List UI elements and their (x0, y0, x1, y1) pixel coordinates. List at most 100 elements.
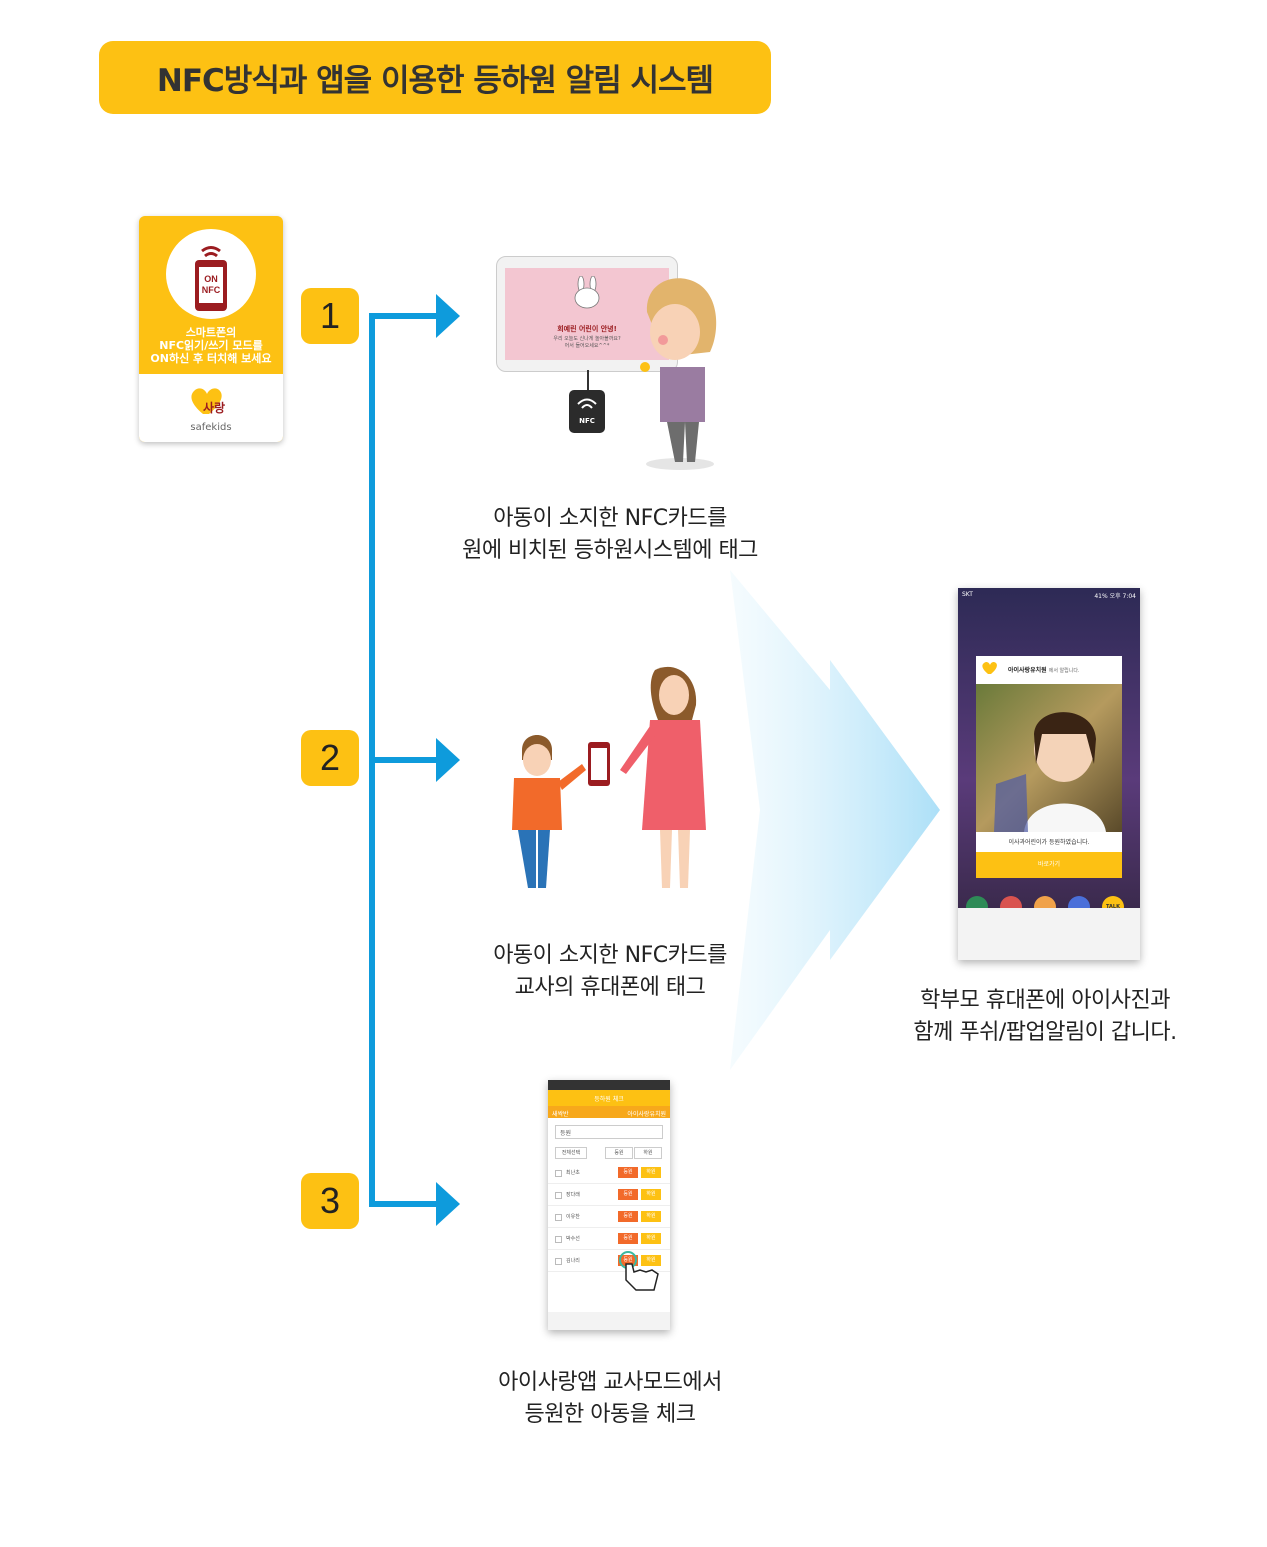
nfc-phone-icon: ON NFC (166, 229, 256, 319)
popup-sender: 아이사랑유치원 에서 알립니다. (1008, 665, 1080, 674)
row-in-button[interactable]: 등원 (618, 1211, 638, 1222)
nfc-instruction-card: ON NFC 스마트폰의 NFC읽기/쓰기 모드를 ON하신 후 터치해 보세요… (139, 216, 283, 442)
row-out-button[interactable]: 하원 (641, 1233, 661, 1244)
col-out-label: 하원 (643, 1150, 653, 1156)
table-row: 박수선 등원 하원 (548, 1229, 670, 1250)
row-in-label: 등원 (623, 1191, 633, 1197)
row-in-label: 등원 (623, 1169, 633, 1175)
row-checkbox[interactable] (555, 1192, 562, 1199)
col-in-label: 등원 (614, 1150, 624, 1156)
step-3-caption-line-2: 등원한 아동을 체크 (524, 1402, 696, 1427)
row-out-label: 하원 (646, 1191, 656, 1197)
row-checkbox[interactable] (555, 1214, 562, 1221)
row-in-label: 등원 (623, 1235, 633, 1241)
select-all-button[interactable]: 전체선택 (555, 1147, 587, 1159)
nfc-instruction-text: 스마트폰의 NFC읽기/쓰기 모드를 ON하신 후 터치해 보세요 (139, 326, 283, 365)
row-checkbox[interactable] (555, 1170, 562, 1177)
icon-text-on: ON (204, 274, 218, 284)
step-badge-3: 3 (301, 1173, 359, 1229)
step-badge-2: 2 (301, 730, 359, 786)
popup-message: 이사과어린이가 등원하였습니다. (1008, 839, 1090, 846)
step-badge-1: 1 (301, 288, 359, 344)
card-line-3: ON하신 후 터치해 보세요 (150, 352, 272, 365)
reader-label: NFC (579, 417, 595, 425)
result-caption: 학부모 휴대폰에 아이사진과 함께 푸쉬/팝업알림이 갑니다. (860, 985, 1230, 1049)
row-out-button[interactable]: 하원 (641, 1189, 661, 1200)
card-line-2: NFC읽기/쓰기 모드를 (159, 339, 263, 352)
status-left: SKT (962, 591, 973, 598)
row-out-label: 하원 (646, 1235, 656, 1241)
result-arrow (730, 570, 940, 1070)
table-row: 최난초 등원 하원 (548, 1163, 670, 1184)
status-right: 41% 오후 7:04 (1094, 593, 1136, 600)
page-title: NFC방식과 앱을 이용한 등하원 알림 시스템 (156, 63, 714, 99)
popup-open-button[interactable]: 바로가기 (976, 852, 1122, 878)
icon-text-nfc: NFC (201, 285, 221, 295)
class-left: 새싹반 (552, 1111, 569, 1118)
row-in-label: 등원 (623, 1257, 633, 1263)
tap-hand-icon (619, 1251, 659, 1291)
child-photo-icon (994, 712, 1106, 832)
row-out-button[interactable]: 하원 (641, 1167, 661, 1178)
row-name: 박수선 (566, 1236, 580, 1242)
parent-figure-icon (640, 278, 717, 470)
step-3-caption-line-1: 아이사랑앱 교사모드에서 (498, 1370, 722, 1395)
step-3-caption: 아이사랑앱 교사모드에서 등원한 아동을 체크 (420, 1367, 800, 1431)
row-out-button[interactable]: 하원 (641, 1211, 661, 1222)
class-bar: 새싹반 아이사랑유치원 (548, 1106, 670, 1118)
row-checkbox[interactable] (555, 1258, 562, 1265)
popup-logo-icon (982, 661, 997, 674)
status-select[interactable]: 등원 (555, 1125, 663, 1139)
step-2-caption-line-1: 아동이 소지한 NFC카드를 (493, 943, 727, 968)
dock-tray (958, 908, 1140, 940)
table-row: 이유찬 등원 하원 (548, 1207, 670, 1228)
nav-bar (548, 1312, 670, 1330)
row-name: 장다래 (566, 1192, 580, 1198)
reader-cable (587, 370, 589, 392)
flow-connector (369, 294, 460, 1226)
phone-screen: SKT 41% 오후 7:04 아이사랑유치원 에서 알립니다. 이사과어린이가… (958, 588, 1140, 928)
card-line-1: 스마트폰의 (185, 326, 237, 339)
class-right: 아이사랑유치원 (627, 1111, 666, 1118)
tablet-welcome: 회예린 어린이 안녕! (557, 325, 617, 333)
tablet-sub-1: 우리 오늘도 신나게 놀아볼까요? (553, 336, 621, 342)
title-banner: NFC방식과 앱을 이용한 등하원 알림 시스템 (99, 41, 771, 114)
row-in-button[interactable]: 등원 (618, 1233, 638, 1244)
row-in-button[interactable]: 등원 (618, 1189, 638, 1200)
row-in-button[interactable]: 등원 (618, 1255, 638, 1266)
step-2-caption-line-2: 교사의 휴대폰에 태그 (514, 975, 706, 1000)
child-photo (976, 684, 1122, 832)
step-1-caption-line-1: 아동이 소지한 NFC카드를 (493, 506, 727, 531)
brand-name: safekids (190, 422, 232, 433)
card-brand-area: 사랑 safekids (139, 374, 283, 442)
app-header-title: 등하원 체크 (594, 1096, 624, 1103)
status-select-value: 등원 (560, 1130, 572, 1137)
tablet-screen: 회예린 어린이 안녕! 우리 오늘도 신나게 놀아볼까요? 어서 들어오세요^^… (505, 268, 669, 360)
popup-sender-name: 아이사랑유치원 (1008, 667, 1047, 674)
row-checkbox[interactable] (555, 1236, 562, 1243)
step-1-caption: 아동이 소지한 NFC카드를 원에 비치된 등하원시스템에 태그 (420, 503, 800, 567)
table-row: 장다래 등원 하원 (548, 1185, 670, 1206)
select-all-label: 전체선택 (561, 1150, 581, 1156)
bunny-icon (574, 276, 600, 309)
parent-phone: SKT 41% 오후 7:04 아이사랑유치원 에서 알립니다. 이사과어린이가… (958, 588, 1140, 960)
tablet-sub-2: 어서 들어오세요^^* (564, 343, 610, 349)
row-out-label: 하원 (646, 1213, 656, 1219)
col-out-header: 하원 (634, 1147, 662, 1159)
col-in-header: 등원 (605, 1147, 633, 1159)
step-number-1: 1 (319, 295, 341, 336)
step-number-2: 2 (319, 737, 341, 778)
app-header: 등하원 체크 (548, 1090, 670, 1106)
child-teacher-icon (512, 666, 706, 888)
step-number-3: 3 (319, 1180, 341, 1221)
talk-label: TALK (1106, 904, 1120, 910)
row-in-button[interactable]: 등원 (618, 1167, 638, 1178)
brand-mark: 사랑 (203, 401, 226, 415)
row-out-button[interactable]: 하원 (641, 1255, 661, 1266)
row-name: 최난초 (566, 1170, 580, 1176)
row-name: 이유찬 (566, 1214, 580, 1220)
nfc-reader: NFC (569, 390, 605, 433)
popup-sender-suffix: 에서 알립니다. (1048, 668, 1080, 674)
safekids-logo-icon (191, 388, 222, 414)
